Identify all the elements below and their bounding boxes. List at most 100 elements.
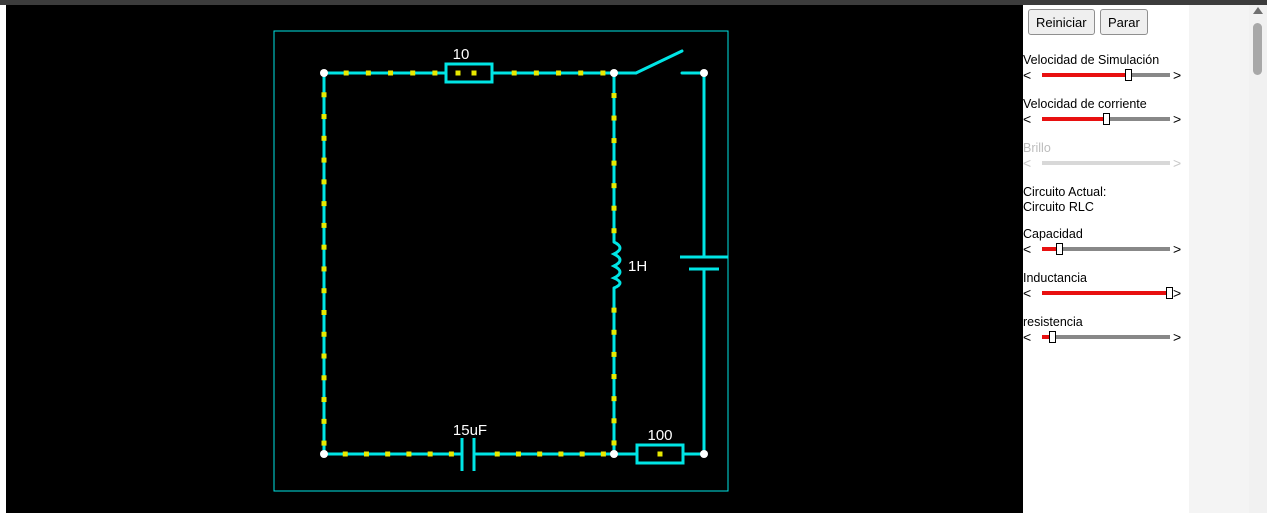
node <box>700 450 708 458</box>
current-dot <box>342 451 348 457</box>
current-dot <box>321 353 327 359</box>
current-dot <box>321 201 327 207</box>
vertical-scrollbar[interactable] <box>1249 5 1267 513</box>
current-dot <box>321 222 327 228</box>
current-dot <box>321 157 327 163</box>
current-dot <box>611 228 617 234</box>
current-dot <box>611 160 617 166</box>
sim-speed-slider[interactable]: <> <box>1023 67 1189 83</box>
scrollbar-thumb[interactable] <box>1253 23 1262 75</box>
current-dots <box>321 70 663 457</box>
slider-right-arrow-icon[interactable]: > <box>1173 67 1182 83</box>
current-dot <box>611 93 617 99</box>
slider-fill <box>1042 117 1106 121</box>
resistance-label: resistencia <box>1023 315 1083 329</box>
node <box>320 69 328 77</box>
slider-track <box>1042 161 1170 165</box>
battery[interactable] <box>680 255 728 271</box>
current-dot <box>406 451 412 457</box>
capacitor[interactable] <box>460 438 476 471</box>
inductance-slider[interactable]: <> <box>1023 285 1189 301</box>
stop-button[interactable]: Parar <box>1100 9 1148 35</box>
resistance-slider[interactable]: <> <box>1023 329 1189 345</box>
slider-track[interactable] <box>1042 287 1173 299</box>
slider-thumb[interactable] <box>1055 243 1063 255</box>
current-dot <box>321 309 327 315</box>
switch-blade <box>634 49 684 75</box>
current-dot <box>611 205 617 211</box>
current-dot <box>321 331 327 337</box>
current-dot <box>611 183 617 189</box>
current-dot <box>611 138 617 144</box>
current-dot <box>611 440 617 446</box>
slider-left-arrow-icon[interactable]: < <box>1023 241 1032 257</box>
current-speed-label: Velocidad de corriente <box>1023 97 1147 111</box>
current-dot <box>611 115 617 121</box>
inductor[interactable] <box>610 240 622 290</box>
control-panel: Reiniciar Parar Velocidad de Simulación … <box>1023 5 1189 513</box>
resistor-bottom[interactable] <box>635 443 685 465</box>
circuit-diagram: 10 100 15uF 1H <box>273 30 729 492</box>
slider-track[interactable] <box>1042 69 1170 81</box>
inductance-label: Inductancia <box>1023 271 1087 285</box>
current-dot <box>455 70 461 76</box>
window-top-border <box>0 0 1267 5</box>
slider-right-arrow-icon: > <box>1173 155 1182 171</box>
node <box>700 69 708 77</box>
current-dot <box>321 92 327 98</box>
slider-right-arrow-icon[interactable]: > <box>1173 241 1182 257</box>
current-dot <box>611 374 617 380</box>
slider-right-arrow-icon[interactable]: > <box>1173 111 1182 127</box>
inductor-label: 1H <box>628 258 647 275</box>
current-dot <box>321 135 327 141</box>
current-dot <box>533 70 539 76</box>
slider-right-arrow-icon[interactable]: > <box>1173 285 1182 301</box>
current-dot <box>494 451 500 457</box>
brightness-slider: <> <box>1023 155 1189 171</box>
circuit-canvas[interactable]: 10 100 15uF 1H <box>6 5 1023 513</box>
current-dot <box>321 114 327 120</box>
slider-left-arrow-icon[interactable]: < <box>1023 111 1032 127</box>
current-dot <box>515 451 521 457</box>
current-dot <box>321 179 327 185</box>
current-dot <box>511 70 517 76</box>
slider-left-arrow-icon[interactable]: < <box>1023 329 1032 345</box>
current-dot <box>427 451 433 457</box>
slider-thumb[interactable] <box>1103 113 1110 125</box>
current-dot <box>556 70 562 76</box>
current-dot <box>537 451 543 457</box>
panel-gutter <box>1189 5 1249 513</box>
slider-thumb[interactable] <box>1049 331 1057 343</box>
current-dot <box>321 418 327 424</box>
current-dot <box>321 244 327 250</box>
current-dot <box>611 329 617 335</box>
slider-fill <box>1042 73 1128 77</box>
current-dot <box>600 451 606 457</box>
current-circuit-name: Circuito RLC <box>1023 200 1094 214</box>
capacity-slider[interactable]: <> <box>1023 241 1189 257</box>
reset-button[interactable]: Reiniciar <box>1028 9 1095 35</box>
slider-left-arrow-icon[interactable]: < <box>1023 67 1032 83</box>
current-dot <box>611 418 617 424</box>
sim-speed-label: Velocidad de Simulación <box>1023 53 1160 67</box>
slider-right-arrow-icon[interactable]: > <box>1173 329 1182 345</box>
nodes <box>320 69 708 458</box>
slider-track[interactable] <box>1042 243 1170 255</box>
slider-thumb[interactable] <box>1165 287 1173 299</box>
circuit-frame <box>273 30 729 492</box>
wires <box>322 49 706 456</box>
current-dot <box>321 397 327 403</box>
scroll-up-icon[interactable] <box>1253 7 1263 14</box>
slider-thumb[interactable] <box>1124 69 1132 81</box>
current-circuit-info: Circuito Actual: Circuito RLC <box>1023 185 1106 215</box>
resistor-top-label: 10 <box>453 46 470 63</box>
slider-left-arrow-icon[interactable]: < <box>1023 285 1032 301</box>
current-speed-slider[interactable]: <> <box>1023 111 1189 127</box>
current-dot <box>558 451 564 457</box>
slider-track[interactable] <box>1042 113 1170 125</box>
resistor-top[interactable] <box>444 62 494 84</box>
brightness-label: Brillo <box>1023 141 1051 155</box>
resistor-bottom-label: 100 <box>647 427 672 444</box>
slider-track[interactable] <box>1042 331 1170 343</box>
capacitor-label: 15uF <box>453 422 487 439</box>
